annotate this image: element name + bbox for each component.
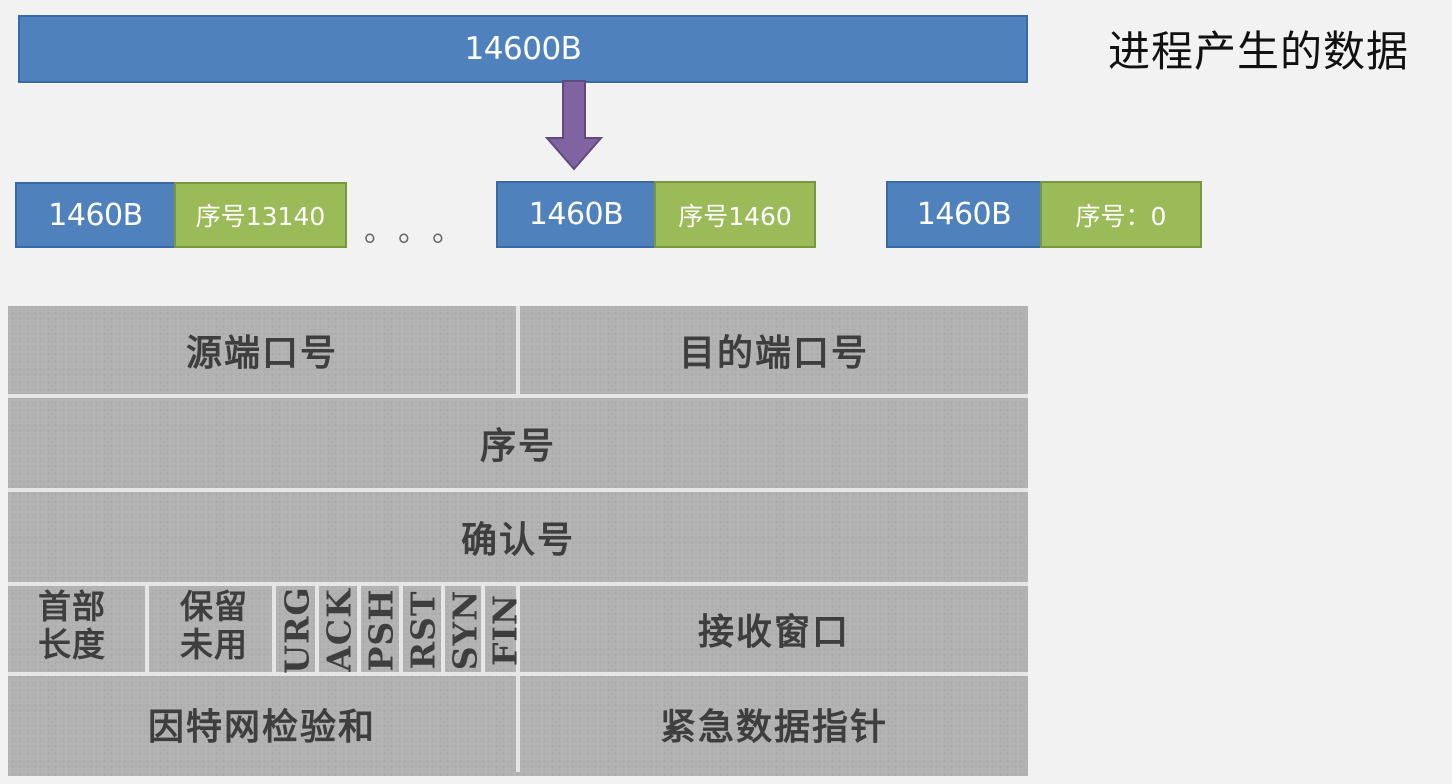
segment-size-box: 1460B [15,182,176,248]
segment-size-box: 1460B [496,181,656,248]
column-divider [315,585,319,672]
row-divider [8,582,1028,586]
flag-fin: FIN [485,593,525,667]
flag-urg: URG [277,586,317,674]
segment-seq-box: 序号：0 [1040,181,1202,248]
receive-window-field: 接收窗口 [697,610,850,653]
column-divider [272,585,276,672]
process-data-size: 14600B [464,31,582,67]
header-length-field: 首部 长度 [38,587,106,664]
column-divider [357,585,361,672]
flag-psh: PSH [361,588,401,672]
sequence-number-field: 序号 [479,425,556,467]
flag-ack: ACK [319,588,359,672]
flag-syn: SYN [445,589,485,671]
ellipsis: 。。。 [364,214,481,249]
row-divider [8,394,1028,398]
column-divider [516,306,520,394]
column-divider [399,585,403,672]
column-divider [145,585,149,672]
segment-seq-box: 序号13140 [174,182,347,248]
source-port-field: 源端口号 [185,332,338,374]
checksum-field: 因特网检验和 [147,706,376,748]
ack-number-field: 确认号 [460,519,575,561]
column-divider [516,585,520,772]
reserved-field: 保留 未用 [180,587,248,664]
dest-port-field: 目的端口号 [678,332,869,374]
process-data-caption: 进程产生的数据 [1108,27,1410,76]
split-down-arrow-icon [544,80,604,171]
row-divider [8,488,1028,492]
segment-seq-box: 序号1460 [654,181,816,248]
tcp-header-figure: 源端口号 目的端口号 序号 确认号 首部 长度 保留 未用 接收窗口 因特网检验… [8,306,1028,776]
column-divider [441,585,445,672]
column-divider [481,585,485,672]
urgent-pointer-field: 紧急数据指针 [659,706,888,748]
segment-size-box: 1460B [886,181,1042,248]
flag-rst: RST [403,590,443,670]
process-data-bar: 14600B [18,15,1028,83]
